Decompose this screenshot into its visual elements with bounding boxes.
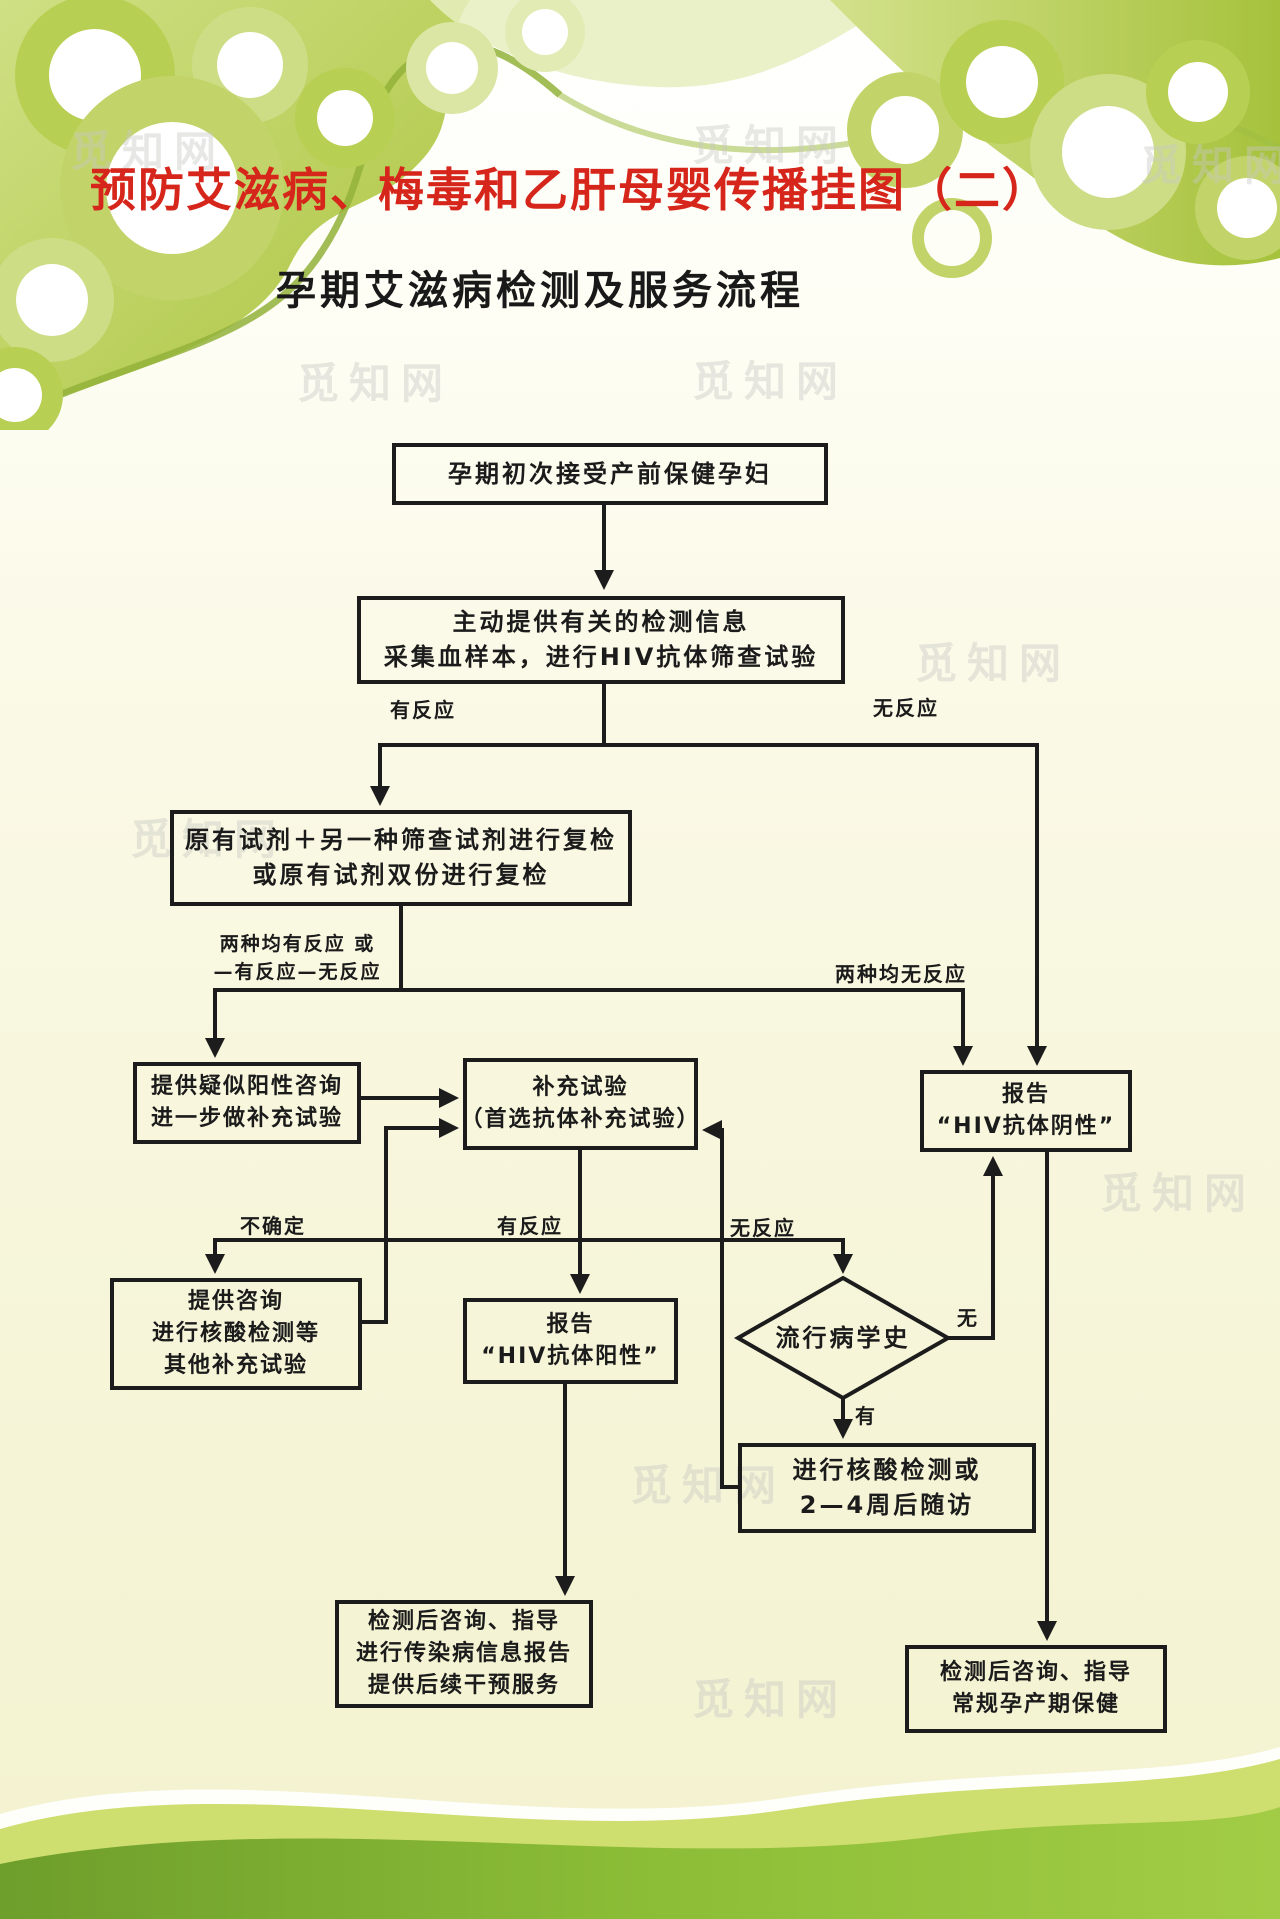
node-supplementary-test: 补充试验 （首选抗体补充试验） [461, 1058, 699, 1150]
edge-label-epi-no: 无 [957, 1306, 979, 1330]
top-decoration [0, 0, 1280, 430]
edge-label-recheck-reactive: 两种均有反应 或 —有反应—无反应 [213, 933, 382, 983]
edge-label-supp-uncertain: 不确定 [240, 1214, 306, 1238]
node-recheck: 原有试剂＋另一种筛查试剂进行复检 或原有试剂双份进行复检 [170, 810, 632, 906]
node-post-test-positive: 检测后咨询、指导 进行传染病信息报告 提供后续干预服务 [335, 1600, 593, 1708]
node-nat-followup: 进行核酸检测或 2—4周后随访 [738, 1443, 1036, 1533]
node-report-negative: 报告 “HIV抗体阴性” [920, 1070, 1132, 1152]
decision-epi-history-shape [733, 1275, 953, 1401]
node-initial-prenatal: 孕期初次接受产前保健孕妇 [392, 443, 828, 505]
edge-label-recheck-nonreactive: 两种均无反应 [835, 962, 967, 986]
node-report-positive: 报告 “HIV抗体阳性” [463, 1298, 678, 1384]
node-suspect-counsel: 提供疑似阳性咨询 进一步做补充试验 [133, 1062, 361, 1144]
edge-label-screen-reactive: 有反应 [390, 698, 456, 722]
edge-label-supp-nonreactive: 无反应 [730, 1216, 796, 1240]
poster-title: 预防艾滋病、梅毒和乙肝母婴传播挂图（二） [90, 163, 1050, 217]
node-epi-history-label: 流行病学史 [775, 1323, 911, 1352]
edge-label-epi-yes: 有 [855, 1404, 877, 1428]
edge-label-supp-reactive: 有反应 [497, 1214, 563, 1238]
edge-label-screen-nonreactive: 无反应 [873, 696, 939, 720]
poster-subtitle: 孕期艾滋病检测及服务流程 [276, 268, 804, 314]
node-post-test-negative: 检测后咨询、指导 常规孕产期保健 [905, 1645, 1167, 1733]
bottom-decoration [0, 1747, 1280, 1919]
node-hiv-screening: 主动提供有关的检测信息 采集血样本，进行HIV抗体筛查试验 [357, 596, 845, 684]
decor-wave-dark [0, 1807, 1280, 1919]
decor-circles [0, 0, 1280, 430]
node-counsel-nat: 提供咨询 进行核酸检测等 其他补充试验 [110, 1278, 362, 1390]
